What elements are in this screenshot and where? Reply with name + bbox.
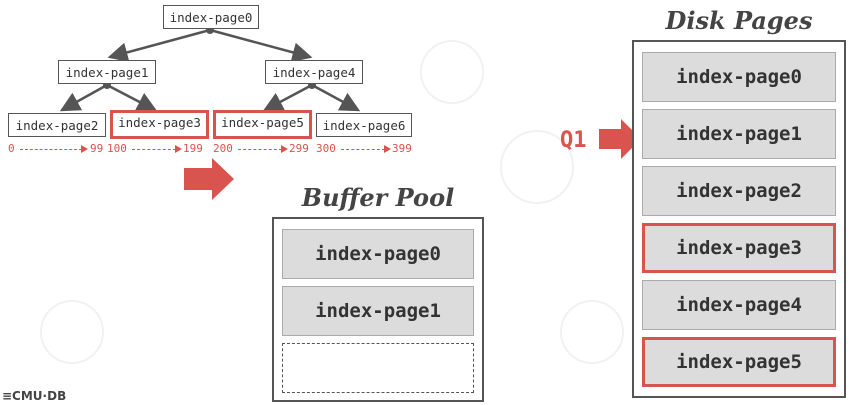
edge-p1-left — [59, 83, 108, 112]
background-decoration — [40, 300, 104, 364]
tree-node-index-page1: index-page1 — [58, 60, 156, 84]
range-high: 399 — [392, 142, 412, 155]
buffer-arrow-icon — [184, 158, 234, 200]
key-range-2: 200 299 — [213, 142, 313, 156]
buffer-slot-1: index-page1 — [282, 286, 474, 336]
query-label: Q1 — [560, 128, 587, 153]
range-low: 300 — [316, 142, 336, 155]
range-arrow-icon — [281, 145, 288, 153]
background-decoration — [560, 300, 624, 364]
tree-leaf-index-page5: index-page5 — [213, 110, 312, 139]
edge-root-left — [107, 28, 211, 63]
range-high: 199 — [183, 142, 203, 155]
tree-node-index-page4: index-page4 — [265, 60, 363, 84]
range-low: 200 — [213, 142, 233, 155]
disk-pages-container: index-page0 index-page1 index-page2 inde… — [632, 40, 846, 398]
disk-page-1: index-page1 — [642, 109, 836, 159]
range-arrow-icon — [384, 145, 391, 153]
key-range-3: 300 399 — [316, 142, 416, 156]
edge-p4-right — [311, 83, 361, 112]
edge-root-right — [209, 28, 313, 63]
range-low: 100 — [107, 142, 127, 155]
tree-root-node: index-page0 — [163, 5, 259, 29]
tree-leaf-index-page3: index-page3 — [110, 110, 209, 139]
disk-page-2: index-page2 — [642, 166, 836, 216]
disk-page-3: index-page3 — [642, 223, 836, 273]
key-range-1: 100 199 — [107, 142, 207, 156]
buffer-pool-title: Buffer Pool — [301, 183, 455, 212]
range-high: 299 — [289, 142, 309, 155]
range-high: 99 — [90, 142, 104, 155]
disk-page-5: index-page5 — [642, 337, 836, 387]
range-low: 0 — [8, 142, 15, 155]
background-decoration — [500, 130, 574, 204]
buffer-slot-0: index-page0 — [282, 229, 474, 279]
buffer-slot-empty — [282, 343, 474, 393]
disk-page-4: index-page4 — [642, 280, 836, 330]
range-arrow-icon — [175, 145, 182, 153]
range-arrow-icon — [81, 145, 88, 153]
tree-leaf-index-page6: index-page6 — [316, 113, 412, 137]
edge-p4-left — [262, 83, 313, 112]
disk-page-0: index-page0 — [642, 52, 836, 102]
cmu-db-logo: ≡CMU·DB — [2, 389, 67, 403]
background-decoration — [420, 40, 484, 104]
query-arrow-icon — [599, 119, 641, 159]
key-range-0: 0 99 — [8, 142, 106, 156]
disk-pages-title: Disk Pages — [665, 6, 813, 35]
buffer-pool-container: index-page0 index-page1 — [272, 217, 484, 402]
tree-leaf-index-page2: index-page2 — [8, 113, 106, 137]
edge-p1-right — [106, 83, 158, 112]
